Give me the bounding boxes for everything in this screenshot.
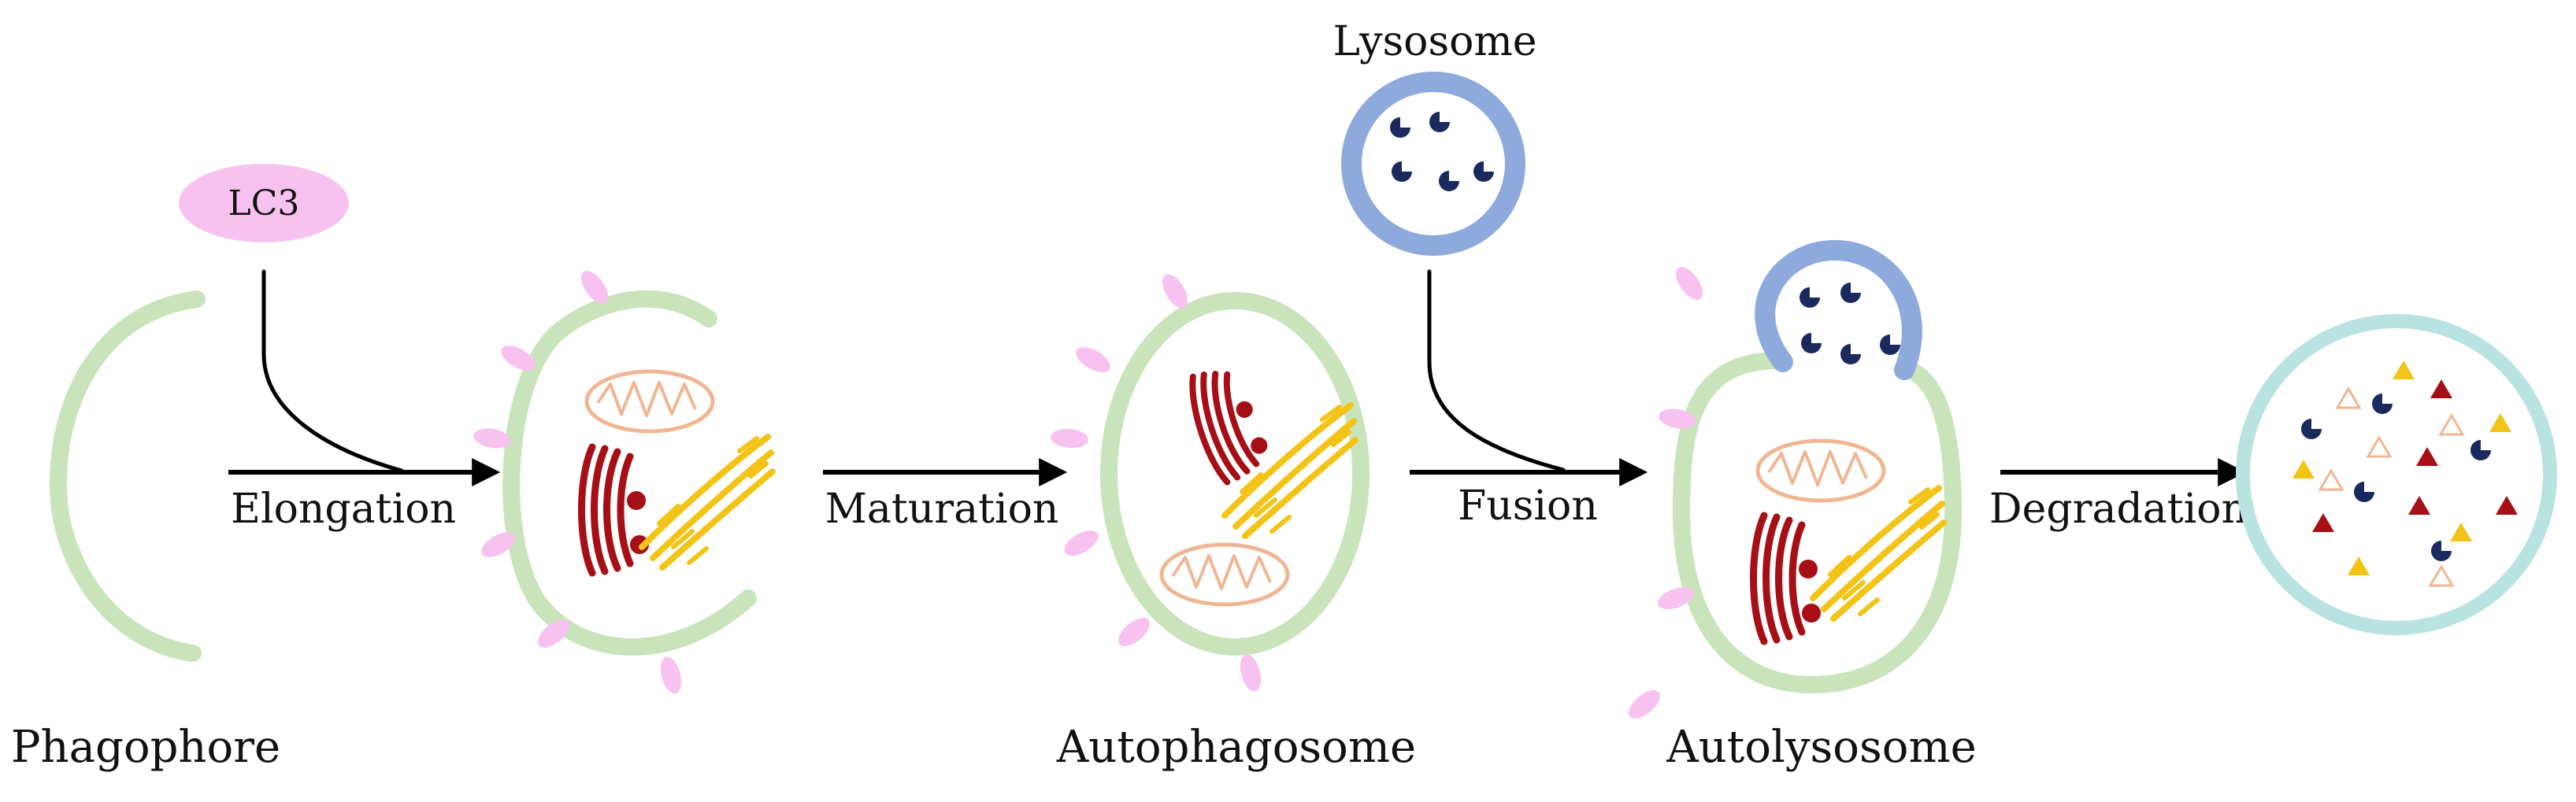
autophagosome: [1050, 270, 1370, 694]
lysosomal-enzyme: [2470, 440, 2491, 460]
lysosomal-enzyme: [1840, 283, 1861, 303]
phagophore-membrane: [49, 290, 206, 662]
autophagosome-label: Autophagosome: [1056, 722, 1416, 773]
phagophore-label: Phagophore: [11, 722, 280, 773]
degradation-products: [2292, 360, 2518, 587]
lysosome-fusing-membrane: [1755, 239, 1922, 380]
lysosomal-enzyme: [2301, 419, 2322, 439]
degraded-mito-fragment: [2335, 386, 2362, 409]
degraded-golgi-fragment: [2348, 556, 2370, 575]
mitochondrion: [587, 371, 713, 431]
lysosomal-enzyme: [2431, 541, 2452, 561]
fusion-label: Fusion: [1458, 482, 1598, 530]
degraded-mito-fragment: [2318, 468, 2344, 491]
elongating-membrane: [502, 290, 757, 656]
lysosomal-enzyme: [1429, 112, 1450, 132]
degradation-label: Degradation: [1989, 486, 2248, 533]
lc3-dot: [1072, 342, 1114, 378]
degraded-er-fragment: [2408, 496, 2430, 515]
lysosome: [1341, 72, 1525, 256]
lc3-dot: [1050, 427, 1089, 450]
endoplasmic-reticulum: [1184, 361, 1275, 485]
golgi-apparatus: [1813, 488, 1944, 619]
lysosomal-enzyme: [1840, 344, 1861, 364]
degraded-mito-fragment: [2366, 435, 2393, 458]
vesicle-membrane: [2236, 314, 2557, 635]
degraded-golgi-fragment: [2489, 413, 2511, 432]
lysosomal-enzyme: [1392, 161, 1412, 182]
golgi-apparatus: [642, 437, 773, 567]
lysosome-label: Lysosome: [1332, 18, 1536, 65]
autophagosome-membrane: [1100, 292, 1370, 656]
autolysosome: [1623, 239, 1963, 724]
degraded-golgi-fragment: [2292, 460, 2315, 479]
lc3-label: LC3: [228, 183, 300, 224]
lysosomal-enzyme: [1473, 161, 1494, 182]
endoplasmic-reticulum: [582, 447, 650, 573]
lysosomal-enzyme: [1799, 287, 1820, 308]
degraded-mito-fragment: [2438, 413, 2465, 436]
autolysosome-label: Autolysosome: [1666, 722, 1976, 773]
lc3-dot: [1060, 525, 1103, 561]
mitochondrion: [1758, 441, 1884, 501]
lysosomal-enzyme: [1801, 333, 1822, 353]
lysosomal-enzyme: [1390, 117, 1410, 138]
lc3-dot: [1236, 652, 1265, 694]
degraded-vesicle: [2236, 314, 2557, 635]
degraded-golgi-fragment: [2450, 523, 2472, 541]
lc3-protein: LC3: [179, 164, 349, 242]
lc3-dot: [657, 654, 685, 697]
lysosomal-enzyme: [1439, 171, 1459, 191]
lc3-arrow: [261, 269, 404, 473]
degraded-golgi-fragment: [2393, 360, 2415, 379]
degraded-er-fragment: [2496, 496, 2518, 515]
elongating-phagophore: [472, 266, 773, 697]
elongation-label: Elongation: [231, 486, 456, 533]
lysosome-membrane: [1341, 72, 1525, 256]
lysosomal-enzyme: [2354, 482, 2374, 502]
lysosome-arrow: [1427, 269, 1566, 472]
endoplasmic-reticulum: [1754, 516, 1822, 641]
lc3-dot: [1623, 685, 1666, 724]
degraded-er-fragment: [2312, 513, 2334, 532]
degraded-mito-fragment: [2428, 564, 2455, 587]
lysosomal-enzyme: [1880, 334, 1900, 355]
lc3-dot: [1113, 612, 1155, 652]
lysosomal-enzyme: [2372, 394, 2393, 414]
maturation-label: Maturation: [825, 486, 1059, 533]
lc3-dot: [1670, 262, 1708, 305]
degraded-er-fragment: [2430, 379, 2452, 398]
autolysosome-membrane: [1672, 351, 1963, 694]
degraded-er-fragment: [2416, 447, 2438, 466]
mitochondrion: [1162, 545, 1288, 604]
